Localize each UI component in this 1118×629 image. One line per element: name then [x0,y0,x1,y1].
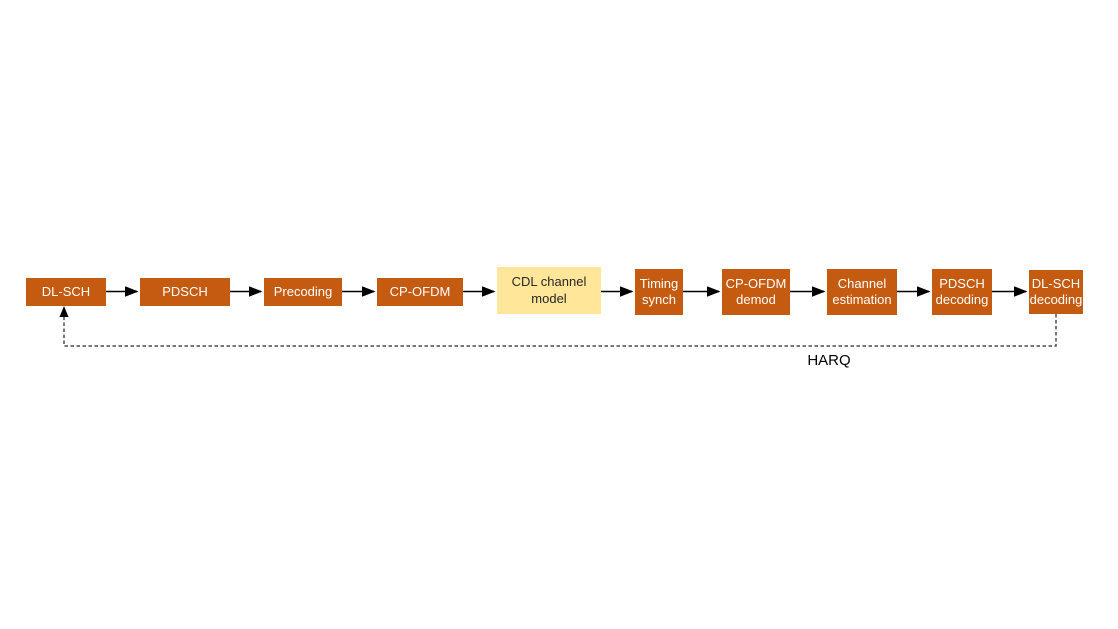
block-cp-ofdm: CP-OFDM [377,278,463,306]
block-cp-ofdm-demod: CP-OFDM demod [722,269,790,315]
block-cdl-channel-model: CDL channel model [497,267,601,314]
block-timing-synch: Timing synch [635,269,683,315]
harq-feedback-path [63,314,1057,347]
block-channel-estimation: Channel estimation [827,269,897,315]
block-pdsch: PDSCH [140,278,230,306]
block-precoding: Precoding [264,278,342,306]
block-dl-sch: DL-SCH [26,278,106,306]
harq-feedback-arrowhead [59,306,69,317]
harq-label: HARQ [807,352,851,369]
block-pdsch-decoding: PDSCH decoding [932,269,992,315]
block-dl-sch-decoding: DL-SCH decoding [1029,270,1083,314]
